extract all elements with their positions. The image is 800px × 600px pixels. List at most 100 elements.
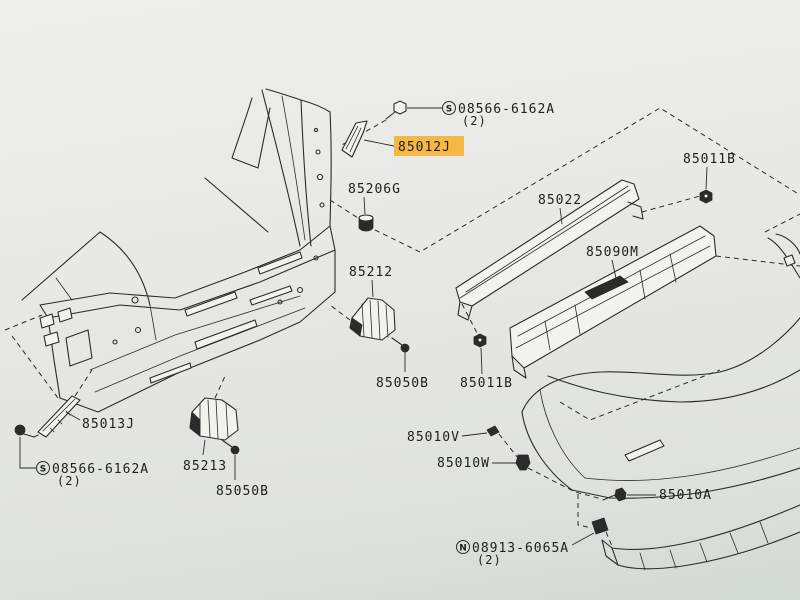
- panel-rib-line: [94, 307, 306, 393]
- panel-slot: [249, 285, 293, 306]
- diffuser-top: [611, 504, 800, 550]
- clip-body: [358, 217, 374, 232]
- leader-line: [480, 347, 483, 375]
- bracket-flange: [189, 411, 201, 437]
- bracket-rib: [49, 427, 55, 433]
- diffuser-rib: [759, 521, 769, 544]
- ribbed-bracket: [341, 120, 368, 158]
- quarter-inner-line: [55, 277, 73, 301]
- bracket-rib: [361, 303, 365, 337]
- callout-bottom-clip: N 08913-6065A (2): [456, 540, 568, 567]
- callout-85010v: 85010V: [407, 430, 460, 445]
- symbol-circle: [456, 540, 470, 554]
- panel-tab: [39, 313, 55, 329]
- fascia-top-left: [521, 371, 601, 413]
- rear-body-panel: [21, 88, 336, 413]
- callout-85050b-right: 85050B: [376, 376, 429, 391]
- nut-85011b-lower: [473, 333, 487, 375]
- bracket-85013j: [37, 395, 81, 438]
- bracket-rib: [215, 399, 219, 439]
- dashed-line: [605, 531, 613, 547]
- leader-line: [461, 432, 488, 437]
- screw-head: [230, 445, 240, 455]
- pillar-left-edge: [300, 99, 312, 247]
- symbol-letter: N: [459, 544, 467, 554]
- strip-bracket: [37, 395, 81, 438]
- corner-clip: [783, 254, 796, 267]
- bolt-left: [14, 424, 36, 469]
- panel-tab: [57, 307, 73, 323]
- clip-body: [591, 517, 609, 535]
- leader-line: [19, 437, 36, 469]
- assembly-dashed-lines: [4, 107, 800, 547]
- dashed-line: [11, 335, 59, 399]
- nut-bore: [703, 193, 709, 199]
- lower-diffuser: [601, 504, 800, 571]
- callout-85206g: 85206G: [348, 182, 401, 197]
- panel-slot: [149, 362, 192, 384]
- leader-line: [363, 196, 366, 215]
- screw-shaft: [221, 439, 233, 448]
- absorber-mid-line: [515, 245, 711, 349]
- part-number: 08566-6162A: [52, 462, 149, 477]
- bracket-rib: [385, 304, 389, 338]
- dashed-line: [4, 314, 43, 331]
- callout-85010w: 85010W: [437, 456, 490, 471]
- clip-85010v: [461, 425, 500, 437]
- callout-85212: 85212: [349, 265, 393, 280]
- panel-hole: [112, 339, 118, 345]
- dashed-line: [374, 107, 800, 253]
- dashed-line: [214, 373, 227, 399]
- dashed-line: [764, 213, 800, 233]
- dashed-line: [559, 369, 721, 421]
- window-edge: [231, 97, 271, 169]
- screw-head: [400, 343, 410, 353]
- panel-corner-line: [149, 304, 157, 341]
- highlight-marker: [394, 136, 464, 156]
- dashed-line: [641, 195, 701, 213]
- leader-line: [611, 259, 617, 279]
- absorber-fin: [511, 355, 527, 379]
- dashed-line: [329, 304, 351, 321]
- pillar-hole: [313, 127, 319, 133]
- pillar-top-edge: [265, 88, 331, 113]
- callout-85010a: 85010A: [659, 488, 712, 503]
- callout-85050b-left: 85050B: [216, 484, 269, 499]
- leader-line: [363, 139, 395, 147]
- beam-face-line: [459, 189, 631, 299]
- dashed-line: [577, 494, 593, 529]
- dashed-line: [329, 199, 359, 219]
- callout-85022: 85022: [538, 193, 582, 208]
- screw-85050b-right: [391, 337, 410, 372]
- bracket-flange: [349, 317, 363, 337]
- quantity: (2): [477, 553, 502, 567]
- fascia-left-side: [521, 411, 573, 491]
- diffuser-rib: [729, 532, 739, 554]
- callout-left-bolt: S 08566-6162A (2): [36, 461, 149, 488]
- screw-shaft: [602, 494, 616, 501]
- bracket-rib: [42, 398, 76, 432]
- nut-85011b-upper: [699, 166, 713, 204]
- bolt-head-hex: [393, 100, 407, 115]
- panel-slot: [194, 319, 258, 350]
- bracket-rib: [353, 130, 365, 154]
- diffuser-rib: [639, 552, 646, 571]
- fascia-fold-line: [547, 369, 800, 403]
- part-number: 08566-6162A: [458, 102, 555, 117]
- beam-right-tab: [627, 201, 644, 220]
- leader-line: [202, 439, 206, 456]
- bracket-rib: [377, 300, 381, 340]
- panel-top-edge: [39, 225, 331, 306]
- clip-body: [486, 425, 500, 437]
- dashed-line: [461, 303, 478, 334]
- bracket-85212: [349, 279, 396, 341]
- energy-absorber-85090m: [509, 225, 717, 379]
- clip-08913-6065a: [571, 517, 609, 546]
- pillar-right-edge: [329, 111, 332, 227]
- panel-slot: [257, 251, 303, 275]
- diffuser-bottom: [611, 531, 800, 570]
- panel-hole: [134, 326, 142, 334]
- bracket-85213: [189, 397, 239, 456]
- bracket-85012j: [341, 120, 395, 158]
